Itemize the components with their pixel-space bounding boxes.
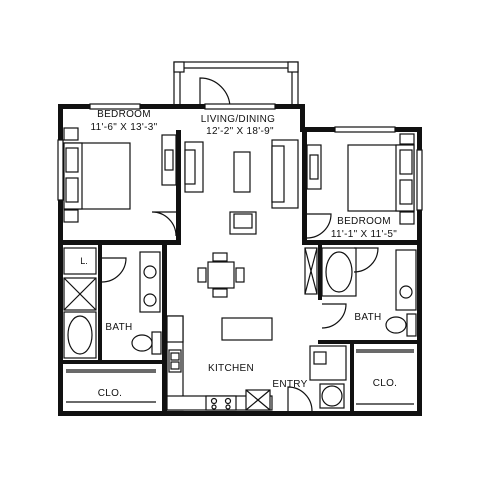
nightstand bbox=[63, 127, 79, 141]
bath-right-fixtures bbox=[304, 247, 417, 337]
bedroom-door-swing bbox=[306, 213, 332, 239]
linen-label: L. bbox=[80, 256, 88, 266]
living-furniture bbox=[184, 139, 299, 341]
bedroom-left-name: BEDROOM bbox=[97, 109, 151, 120]
washer-dryer bbox=[321, 385, 343, 407]
bath-door-swing bbox=[321, 303, 347, 329]
bath-left-fixtures bbox=[63, 247, 162, 359]
living-room-size: 12'-2" X 18'-9" bbox=[206, 126, 274, 137]
bedroom-door-swing bbox=[151, 211, 177, 237]
toilet bbox=[131, 334, 153, 352]
bath-door-swing bbox=[353, 247, 379, 273]
living-room-name: LIVING/DINING bbox=[201, 114, 275, 125]
bedroom-right-furniture bbox=[306, 133, 415, 239]
bedroom-left-furniture bbox=[63, 127, 177, 237]
linen-closet bbox=[63, 247, 97, 275]
bedroom-left-size: 11'-6" X 13'-3" bbox=[91, 122, 158, 133]
closet-right bbox=[356, 349, 414, 405]
coffee-table bbox=[233, 151, 251, 193]
balcony-door-swing bbox=[199, 77, 231, 109]
kitchen-island bbox=[221, 317, 273, 341]
entry-door-swing bbox=[287, 386, 313, 412]
bathtub bbox=[321, 247, 357, 297]
dining-table bbox=[207, 261, 235, 289]
closet-left-name: CLO. bbox=[98, 388, 123, 399]
kitchen-name: KITCHEN bbox=[208, 363, 254, 374]
balcony bbox=[173, 61, 299, 109]
range bbox=[205, 395, 237, 411]
vanity bbox=[139, 251, 161, 313]
closet-right-name: CLO. bbox=[373, 378, 398, 389]
refrigerator bbox=[166, 315, 184, 343]
entry-utility bbox=[287, 345, 347, 412]
vanity bbox=[395, 249, 417, 311]
bath-right-name: BATH bbox=[354, 312, 381, 323]
nightstand bbox=[399, 133, 415, 145]
toilet-tank bbox=[406, 313, 417, 337]
nightstand bbox=[399, 211, 415, 225]
kitchen-fixtures bbox=[166, 315, 273, 411]
bedroom-right-name: BEDROOM bbox=[337, 216, 391, 227]
windows bbox=[57, 103, 423, 211]
toilet-tank bbox=[151, 331, 162, 355]
toilet bbox=[385, 316, 407, 334]
closet-left bbox=[66, 369, 156, 403]
bedroom-right-size: 11'-1" X 11'-5" bbox=[331, 229, 397, 240]
bath-left-name: BATH bbox=[105, 322, 132, 333]
entry-name: ENTRY bbox=[272, 379, 307, 390]
bathtub bbox=[63, 311, 97, 359]
interior-walls bbox=[58, 130, 422, 412]
nightstand bbox=[63, 209, 79, 223]
bath-door-swing bbox=[101, 257, 127, 283]
